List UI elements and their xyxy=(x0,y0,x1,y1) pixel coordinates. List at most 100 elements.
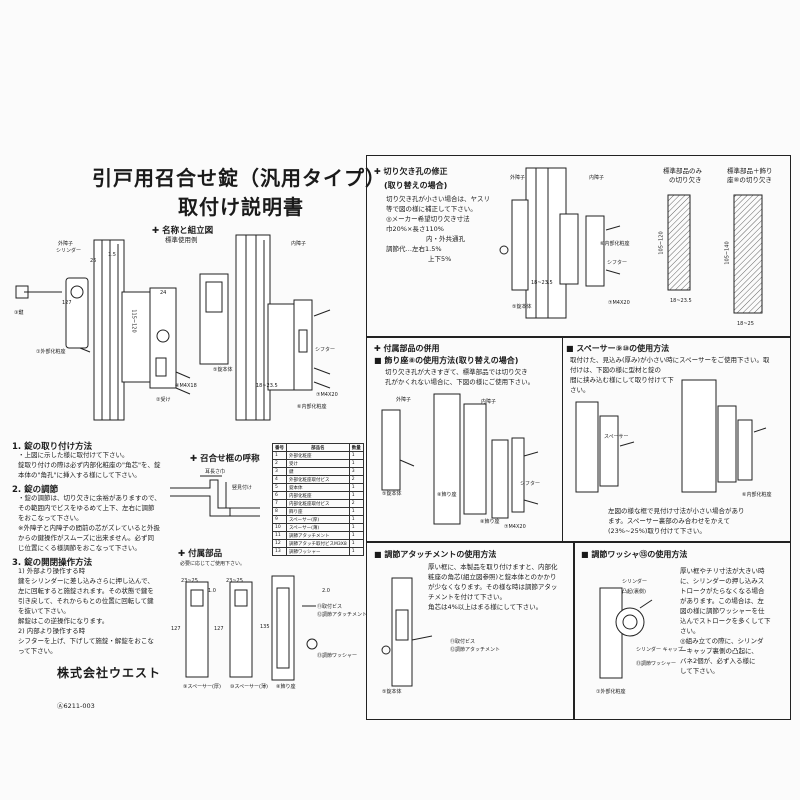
cut-screw-label: ⑦M4X20 xyxy=(608,300,630,306)
accessory-use-heading: ✚ 付属部品の併用 xyxy=(374,344,440,353)
inner-plate-label: ⑥内部化粧座 xyxy=(297,404,327,410)
attachment-screw-label: ⑪取付ビス xyxy=(450,639,476,645)
decor-shifter-label: シフター xyxy=(520,481,541,487)
decor-seat-diagram xyxy=(381,393,539,525)
attachment-heading: ■ 調節アタッチメントの使用方法 xyxy=(374,550,497,559)
inner-frame-label: 内障子 xyxy=(291,241,307,247)
dim-127-thin: 127 xyxy=(214,626,224,632)
cut-body-label: ⑤錠本体 xyxy=(512,304,532,310)
washer-diagram xyxy=(599,587,653,679)
number-badge-icon: ■ xyxy=(374,356,382,365)
section-bullet-icon: ✚ xyxy=(374,167,381,176)
dim-115-120: 115~120 xyxy=(130,309,137,333)
fix-screw-label: ⑪取付ビス xyxy=(317,604,343,610)
spacer-thin-label: ⑩スペーサー(薄) xyxy=(230,684,268,690)
spacer-label: スペーサー xyxy=(604,434,629,440)
spacer-diagram xyxy=(575,379,767,493)
accessories-heading: ✚ 付属部品 xyxy=(178,549,223,559)
screw-m4x18-label: ④M4X18 xyxy=(175,383,197,389)
washer-boss-label: 凸起(裏側) xyxy=(622,589,646,595)
dim-23-25-thick: 23~25 xyxy=(181,578,198,584)
cut-fix-text: 切り欠き孔が小さい場合は、ヤスリ 等で図の様に補正して下さい。 ◎メーカー希望切… xyxy=(386,195,490,263)
decor-seat-outer-label: ⑧飾り座 xyxy=(437,492,457,498)
cut-fix-diagram xyxy=(499,167,621,319)
attachment-text: 厚い框に、本製品を取り付けますと、内部化 粧座の角芯(組立図参照)と錠本体とのか… xyxy=(428,563,558,611)
page-title: 引戸用召合せ錠（汎用タイプ） xyxy=(92,166,386,190)
cutout-samples xyxy=(667,194,763,314)
dim-18-23-5: 18~23.5 xyxy=(256,383,278,389)
cut-dim-label: 18~23.5 xyxy=(531,280,553,286)
decor-screw-label: ⑦M4X20 xyxy=(504,524,526,530)
dim-2-0: 2.0 xyxy=(322,588,330,594)
spacer-subpanel xyxy=(562,337,791,542)
ear-width-label: 耳長さ巾 xyxy=(205,469,226,475)
section2-heading: 2. 錠の調節 xyxy=(12,485,59,495)
std-only-height: 105~120 xyxy=(658,231,665,255)
washer-panel xyxy=(574,542,791,720)
names-heading: ✚ 名称と組立図 xyxy=(152,226,214,236)
cylinder-label: シリンダー xyxy=(56,248,82,254)
std-only-width: 18~23.5 xyxy=(670,298,692,304)
cut-shifter-label: シフター xyxy=(607,260,628,266)
outer-frame-label: 外障子 xyxy=(58,241,74,247)
adjust-attachment-label: ⑫調節アタッチメント xyxy=(317,612,368,618)
cut-inner-frame-label: 内障子 xyxy=(589,175,605,181)
washer-cylinder-label: シリンダー xyxy=(622,579,648,585)
document-number: Ⓐ6211-003 xyxy=(57,702,95,710)
cut-outer-frame-label: 外障子 xyxy=(510,175,526,181)
dim-24: 24 xyxy=(160,290,167,296)
section2-text: ・錠の調節は、切り欠きに余裕がありますので、 その範囲内でビスをゆるめて上下、左… xyxy=(18,494,161,552)
cut-fix-heading2: (取り替えの場合) xyxy=(384,181,448,190)
section-bullet-icon: ✚ xyxy=(374,344,381,353)
decor-outer-label: 外障子 xyxy=(396,397,412,403)
attachment-part-label: ⑫調節アタッチメント xyxy=(450,647,501,653)
attachment-body-label: ⑤錠本体 xyxy=(382,689,402,695)
number-badge-icon: ■ xyxy=(374,550,382,559)
decor-seat-use-heading: ■ 飾り座⑧の使用方法(取り替えの場合) xyxy=(374,356,519,365)
dim-127-thick: 127 xyxy=(171,626,181,632)
spacer-use-heading: ■ スペーサー⑨⑩の使用方法 xyxy=(566,344,670,353)
decor-seat-inner-label: ⑧飾り座 xyxy=(480,519,500,525)
section3-heading: 3. 錠の開閉操作方法 xyxy=(12,558,93,568)
std-plus-width: 18~25 xyxy=(737,321,754,327)
washer-heading: ■ 調節ワッシャ⑬の使用方法 xyxy=(581,550,688,559)
receiver-label: ②受け xyxy=(156,397,171,403)
spacer-use-text: 取付けた、見込み(厚み)が小さい時にスペーサーをご使用下さい。取 付けは、下図の… xyxy=(570,356,770,394)
washer-part-label: ⑬調節ワッシャー xyxy=(636,661,677,667)
dim-127: 127 xyxy=(62,300,72,306)
key-label: ③鍵 xyxy=(14,310,24,316)
dim-23-25-thin: 23~25 xyxy=(226,578,243,584)
washer-outer-plate-label: ①外部化粧座 xyxy=(596,689,626,695)
section-bullet-icon: ✚ xyxy=(190,454,198,464)
page-subtitle: 取付け説明書 xyxy=(178,195,304,219)
spacer-bottom-text: 左図の様な框で見付け寸法が小さい場合があり ます。スペーサー裏部のみ合わせをかえ… xyxy=(608,507,745,535)
frame-name-heading: ✚ 召合せ框の呼称 xyxy=(190,454,260,464)
decor-seat-label: ⑧飾り座 xyxy=(276,684,296,690)
accessories-note: 必要に応じてご使用下さい。 xyxy=(180,561,246,567)
shifter-label: シフター xyxy=(315,347,336,353)
dim-1-0: 1.0 xyxy=(208,588,216,594)
section-bullet-icon: ✚ xyxy=(178,549,186,559)
section1-heading: 1. 錠の取り付け方法 xyxy=(12,442,93,452)
washer-text: 厚い框やチリ寸法が大きい時 に、シリンダーの押し込みス トロークがたらなくなる場… xyxy=(680,567,771,675)
dim-1-5: 1.5 xyxy=(108,252,116,258)
outer-plate-label: ①外部化粧座 xyxy=(36,349,66,355)
table-header-row: 番号 部品名 数量 xyxy=(272,443,364,452)
decor-seat-use-text: 切り欠き孔が大きすぎて、標準部品では切り欠き 孔がかくれない場合に、下図の様にご… xyxy=(385,368,535,386)
std-plus-caption: 標準部品＋飾り 座⑧の切り欠き xyxy=(727,167,773,184)
attachment-panel xyxy=(366,542,574,720)
frame-profile-diagram xyxy=(170,475,260,517)
decor-body-label: ⑤錠本体 xyxy=(382,491,402,497)
spacer-thick-label: ⑨スペーサー(厚) xyxy=(183,684,221,690)
